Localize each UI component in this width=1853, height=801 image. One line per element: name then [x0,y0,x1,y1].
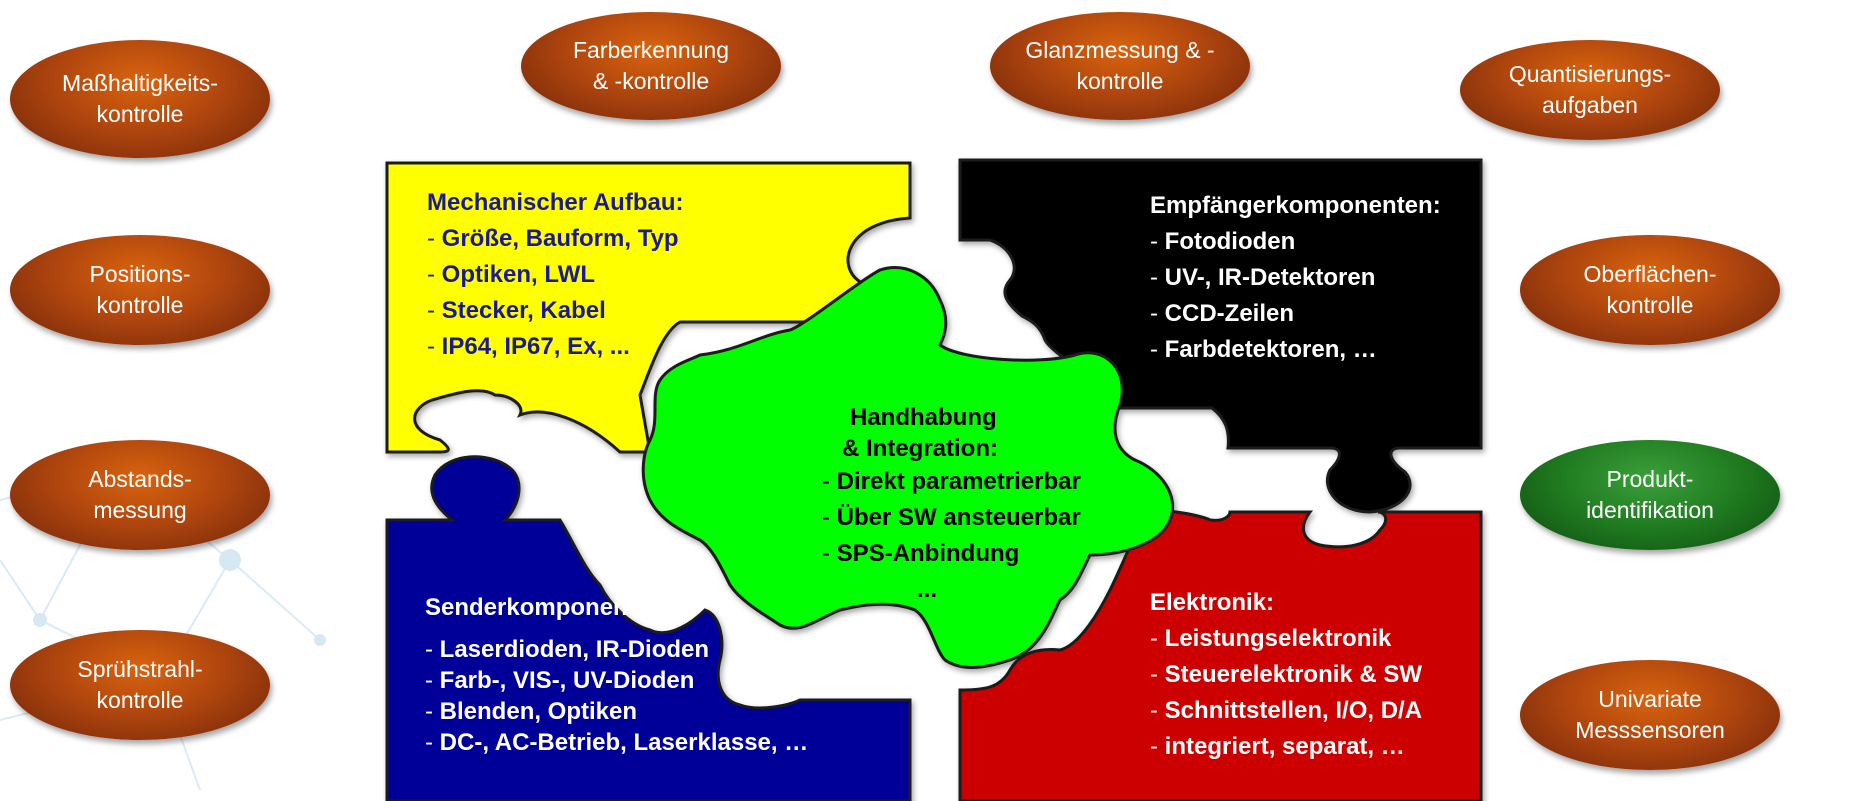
list-item: - Farbdetektoren, … [1150,336,1377,363]
puzzle-piece-empfaenger [958,158,1483,514]
handhabung-title: Handhabung [850,404,997,431]
oval-label: Oberflächen- kontrolle [1583,261,1717,318]
list-item: - Stecker, Kabel [427,297,606,324]
oval-glanzmessung: Glanzmessung & - kontrolle [990,12,1250,120]
handhabung-text: Handhabung & Integration: - Direkt param… [822,402,1081,608]
oval-univariat: Univariate Messsensoren [1520,660,1780,770]
list-item: - UV-, IR-Detektoren [1150,264,1376,291]
list-item: - SPS-Anbindung [822,540,1020,567]
list-item: - Optiken, LWL [427,261,595,288]
list-item: - Fotodioden [1150,228,1296,255]
oval-abstand: Abstands- messung [10,440,270,550]
oval-label: Maßhaltigkeits- kontrolle [62,70,218,127]
list-item: - Über SW ansteuerbar [822,504,1081,531]
list-item: - Farb-, VIS-, UV-Dioden [425,667,695,694]
list-item: - Steuerelektronik & SW [1150,661,1423,688]
list-item: - DC-, AC-Betrieb, Laserklasse, … [425,729,809,756]
oval-label: Quantisierungs- aufgaben [1508,61,1672,118]
list-item: - IP64, IP67, Ex, ... [427,333,630,360]
oval-farberkennung: Farberkennung & -kontrolle [521,12,781,120]
list-item: - Größe, Bauform, Typ [427,225,679,252]
sender-title: Senderkomponenten: [425,594,672,621]
list-item: - Leistungselektronik [1150,625,1392,652]
oval-oberflaeche: Oberflächen- kontrolle [1520,235,1780,345]
empfaenger-title: Empfängerkomponenten: [1150,192,1441,219]
oval-label: Univariate Messsensoren [1575,686,1725,743]
puzzle-piece-elektronik [958,508,1483,801]
puzzle-piece-handhabung [641,266,1175,669]
puzzle-piece-sender [385,455,912,801]
oval-produkt: Produkt- identifikation [1520,440,1780,550]
mechanik-title: Mechanischer Aufbau: [427,189,684,216]
oval-label: Abstands- messung [88,466,192,523]
elektronik-text: Elektronik: - Leistungselektronik - Steu… [1150,585,1422,765]
empfaenger-text: Empfängerkomponenten: - Fotodioden - UV-… [1150,188,1441,368]
oval-label: Produkt- identifikation [1586,466,1714,523]
handhabung-ellipsis: ... [917,576,938,603]
oval-label: Sprühstrahl- kontrolle [77,656,203,713]
list-item: - Blenden, Optiken [425,698,638,725]
elektronik-title: Elektronik: [1150,589,1275,616]
list-item: - Schnittstellen, I/O, D/A [1150,697,1423,724]
oval-position: Positions- kontrolle [10,235,270,345]
oval-label: Farberkennung & -kontrolle [573,37,729,94]
list-item: - CCD-Zeilen [1150,300,1295,327]
sender-text: Senderkomponenten: - Laserdioden, IR-Dio… [425,590,808,758]
list-item: - Direkt parametrierbar [822,468,1081,495]
oval-label: Positions- kontrolle [89,261,191,318]
oval-masshaltigkeit: Maßhaltigkeits- kontrolle [10,40,270,158]
list-item: - Laserdioden, IR-Dioden [425,636,710,663]
oval-label: Glanzmessung & - kontrolle [1025,37,1215,94]
mechanik-text: Mechanischer Aufbau: - Größe, Bauform, T… [427,185,684,365]
oval-spruehstrahl: Sprühstrahl- kontrolle [10,630,270,740]
handhabung-title: & Integration: [842,435,998,462]
oval-quantisierung: Quantisierungs- aufgaben [1460,40,1720,140]
list-item: - integriert, separat, … [1150,733,1405,760]
